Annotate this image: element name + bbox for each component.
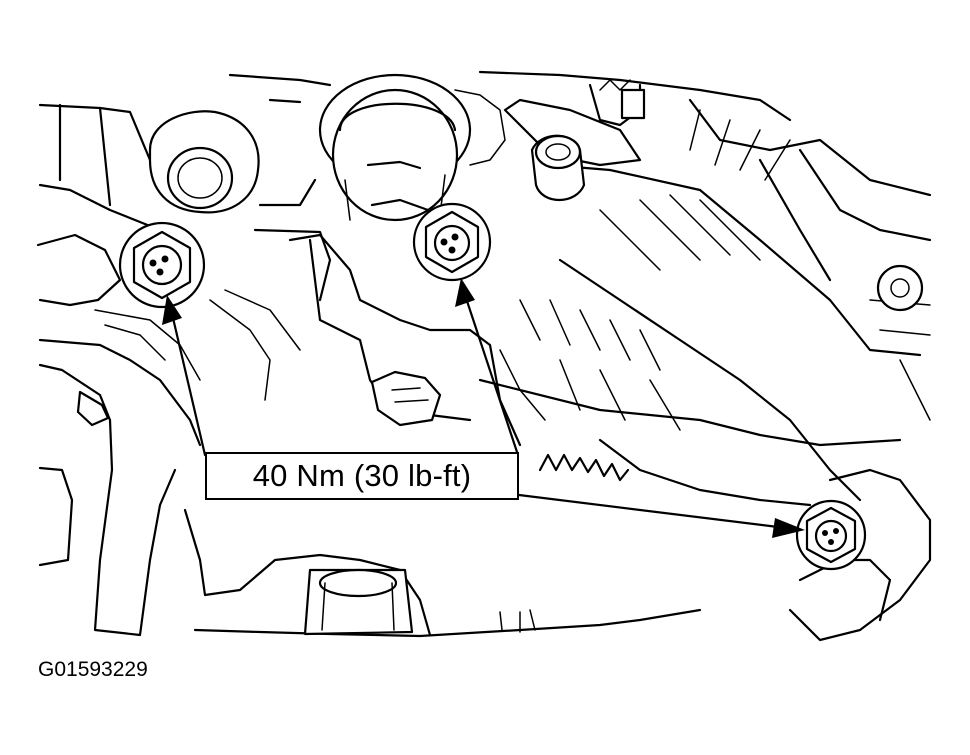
- bolt-center: [412, 202, 492, 282]
- arrow-icon: [162, 278, 805, 538]
- tube-fitting: [530, 134, 586, 201]
- engine-housing-lines: [36, 70, 932, 642]
- leader-lines: [171, 296, 780, 529]
- figure-id: G01593229: [38, 658, 148, 681]
- bolt-right: [795, 499, 867, 571]
- mount-bushing: [318, 73, 472, 222]
- torque-callout: 40 Nm (30 lb-ft): [205, 452, 519, 500]
- torque-label: 40 Nm (30 lb-ft): [252, 458, 472, 493]
- bolt-left: [118, 221, 206, 309]
- mount-boss: [148, 110, 260, 214]
